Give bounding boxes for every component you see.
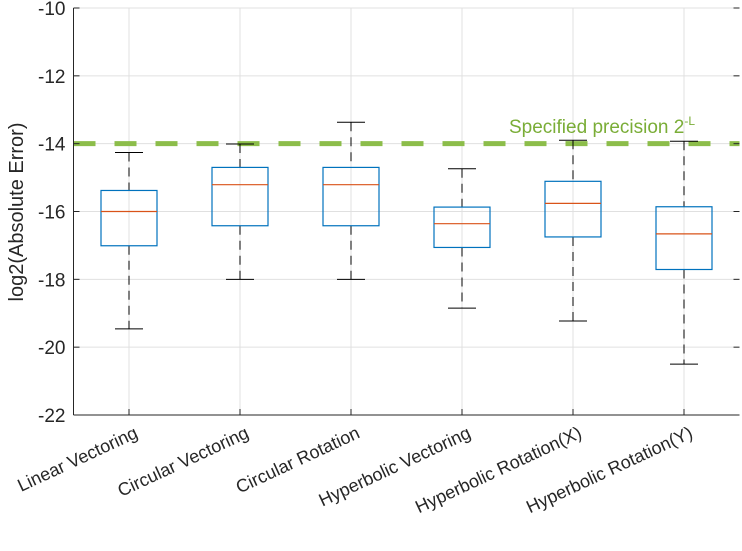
reference-line-label: Specified precision 2-L (509, 114, 695, 138)
y-tick-label: -20 (38, 338, 65, 359)
y-tick-label: -14 (38, 135, 66, 156)
box (655, 206, 713, 271)
y-tick-label: -10 (38, 0, 65, 20)
boxes (100, 121, 713, 365)
box (544, 180, 602, 238)
y-tick-label: -22 (38, 406, 65, 427)
y-tick-label: -18 (38, 270, 65, 291)
box (100, 189, 158, 247)
grid (73, 7, 740, 416)
y-tick-label: -16 (38, 203, 65, 224)
box (433, 206, 491, 249)
box (322, 166, 380, 227)
y-tick-label: -12 (38, 67, 65, 88)
box (211, 166, 269, 227)
y-axis-label: log2(Absolute Error) (6, 123, 28, 302)
